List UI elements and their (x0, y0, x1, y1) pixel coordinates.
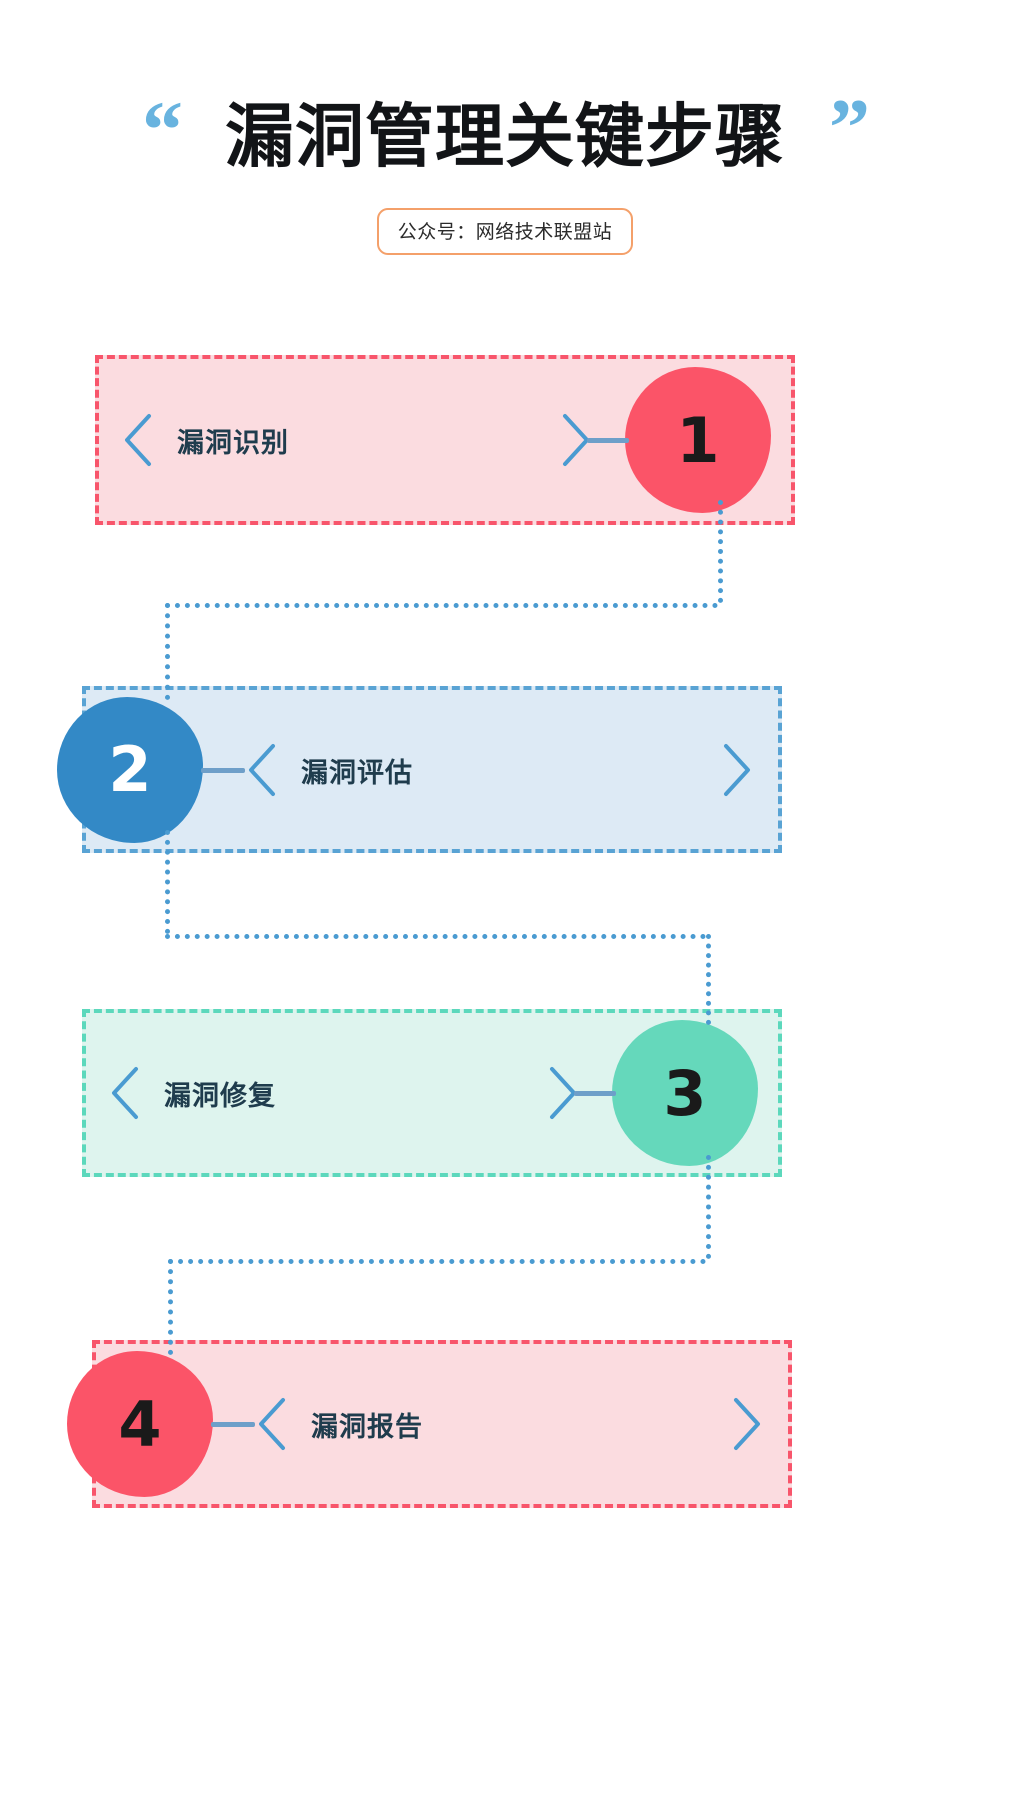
step-3-label: 漏洞修复 (164, 1081, 276, 1112)
step-2-label: 漏洞评估 (301, 757, 413, 789)
connector-1-segment-down (718, 500, 723, 603)
chevron-right-icon (734, 1398, 760, 1450)
connector-stub (211, 1422, 255, 1427)
page-title: 漏洞管理关键步骤 (225, 97, 785, 177)
connector-2-segment-in (706, 933, 711, 1025)
title-row: “ 漏洞管理关键步骤 ” (0, 75, 1010, 185)
step-1-label: 漏洞识别 (177, 428, 289, 459)
step-4-label: 漏洞报告 (311, 1412, 423, 1443)
quote-open-icon: “ (142, 84, 183, 176)
connector-3-segment-across (168, 1259, 706, 1264)
connector-stub (574, 1091, 616, 1096)
step-3-number: 3 (663, 1056, 707, 1130)
chevron-left-icon (249, 743, 275, 796)
step-3-number-badge: 3 (612, 1020, 758, 1166)
step-4[interactable]: 4 漏洞报告 (67, 1340, 792, 1508)
quote-close-icon: ” (829, 82, 870, 174)
chevron-right-icon (724, 743, 750, 796)
step-2-number: 2 (108, 733, 152, 806)
step-2[interactable]: 2 漏洞评估 (57, 686, 782, 853)
header: “ 漏洞管理关键步骤 ” 公众号：网络技术联盟站 (0, 0, 1010, 300)
chevron-left-icon (125, 414, 151, 466)
connector-3-segment-in (168, 1259, 173, 1355)
step-1-number: 1 (676, 403, 720, 477)
connector-1-segment-across (165, 603, 718, 608)
step-2-number-badge: 2 (57, 696, 203, 843)
connector-stub (587, 438, 629, 443)
connector-1-segment-in (165, 603, 170, 700)
step-1[interactable]: 1 漏洞识别 (95, 355, 795, 525)
connector-3-segment-down (706, 1155, 711, 1259)
subtitle-badge: 公众号：网络技术联盟站 (376, 208, 634, 255)
step-3[interactable]: 3 漏洞修复 (82, 1009, 782, 1177)
connector-2-segment-down (165, 830, 170, 934)
connector-2-segment-across (165, 933, 706, 939)
step-4-number: 4 (118, 1387, 162, 1461)
chevron-left-icon (259, 1398, 285, 1450)
step-1-number-badge: 1 (625, 367, 771, 513)
chevron-left-icon (112, 1067, 138, 1119)
connector-stub (201, 767, 245, 773)
subtitle-wrap: 公众号：网络技术联盟站 (0, 208, 1010, 255)
step-4-number-badge: 4 (67, 1351, 213, 1497)
